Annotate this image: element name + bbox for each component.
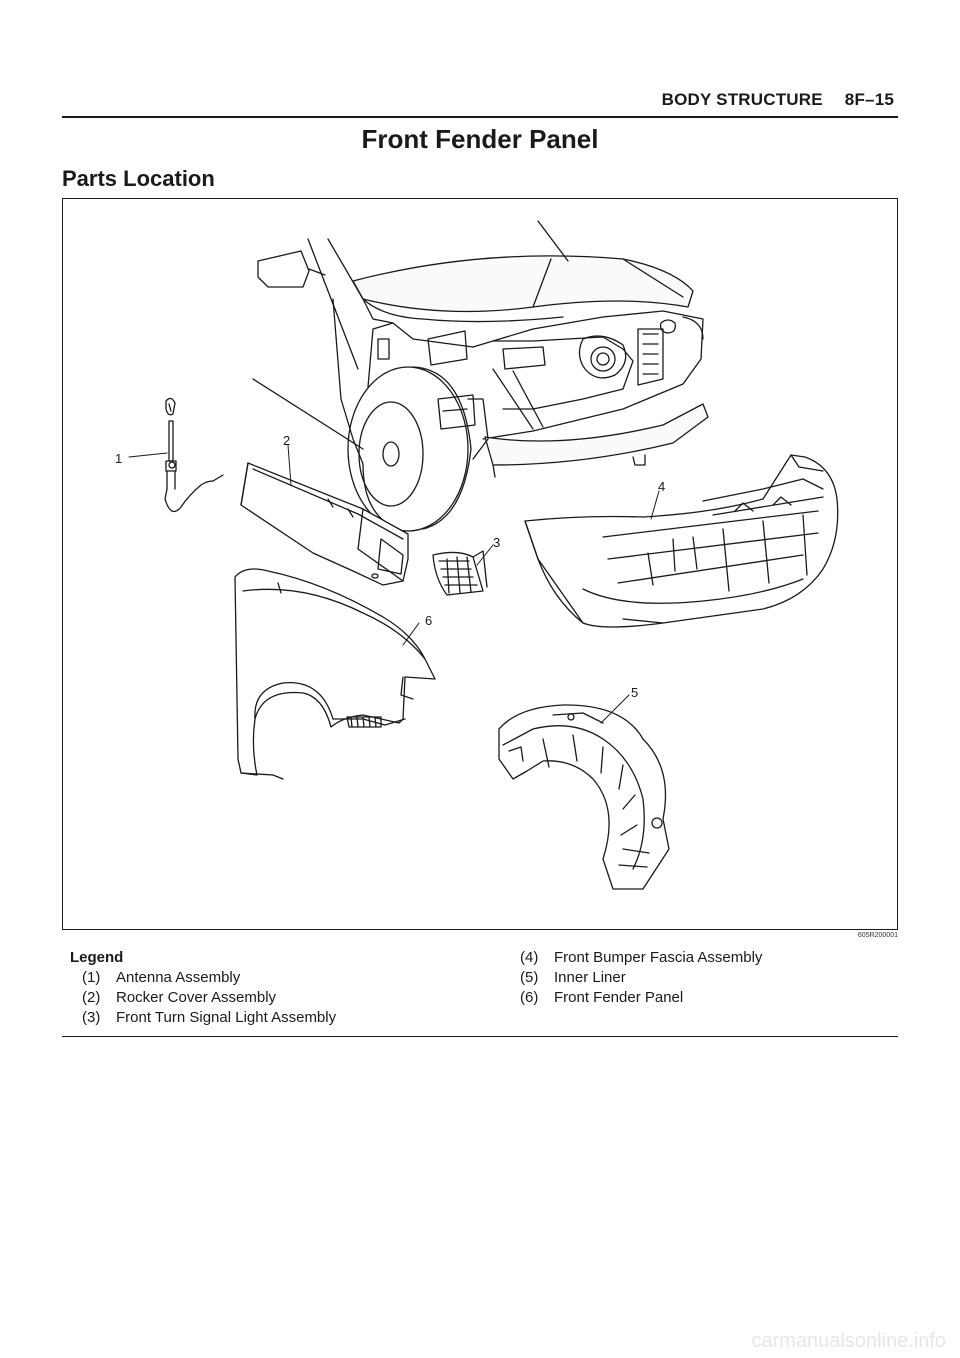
legend-heading: Legend xyxy=(70,949,124,966)
legend-item-label: Antenna Assembly xyxy=(116,969,241,986)
legend-item: (2) Rocker Cover Assembly xyxy=(82,988,336,1008)
callout-1: 1 xyxy=(115,451,122,466)
page-title: Front Fender Panel xyxy=(361,124,599,154)
running-header: BODY STRUCTURE 8F–15 xyxy=(640,90,894,110)
callout-3: 3 xyxy=(493,535,500,550)
legend-item-number: (5) xyxy=(520,969,539,986)
fender-panel-drawing xyxy=(234,568,436,780)
legend-item-label: Front Turn Signal Light Assembly xyxy=(116,1009,337,1026)
legend-left-column: Legend (1) Antenna Assembly (2) Rocker C… xyxy=(70,948,336,1028)
callout-leaders xyxy=(128,444,660,724)
legend-item-label: Front Bumper Fascia Assembly xyxy=(554,949,763,966)
rocker-cover-drawing xyxy=(240,462,409,586)
legend-item: (4) Front Bumper Fascia Assembly xyxy=(520,948,762,968)
exploded-view-illustration: 1 2 3 4 5 6 xyxy=(115,220,839,890)
turn-signal-drawing xyxy=(432,550,488,596)
antenna-assembly-drawing xyxy=(164,397,224,513)
section-title: Parts Location xyxy=(62,166,215,191)
header-page-number: 8F–15 xyxy=(844,90,894,109)
legend-item: (5) Inner Liner xyxy=(520,968,762,988)
callout-2: 2 xyxy=(283,433,290,448)
legend-item-number: (4) xyxy=(520,949,539,966)
legend-item-number: (3) xyxy=(82,1009,101,1026)
legend-item: (6) Front Fender Panel xyxy=(520,988,762,1008)
legend-right-column: (4) Front Bumper Fascia Assembly (5) Inn… xyxy=(520,948,762,1008)
figure-id: 605R200001 xyxy=(857,932,898,939)
legend-item-number: (1) xyxy=(82,969,101,986)
parts-location-figure: 1 2 3 4 5 6 xyxy=(62,198,898,930)
legend-item-label: Front Fender Panel xyxy=(554,989,684,1006)
legend-item-label: Inner Liner xyxy=(554,969,626,986)
callout-5: 5 xyxy=(631,685,638,700)
footer-rule xyxy=(62,1036,898,1037)
inner-liner-drawing xyxy=(498,704,670,890)
legend-item: (3) Front Turn Signal Light Assembly xyxy=(82,1008,336,1028)
header-section: BODY STRUCTURE xyxy=(661,90,823,109)
legend-item: (1) Antenna Assembly xyxy=(82,968,336,988)
vehicle-front-end xyxy=(252,220,709,532)
callout-6: 6 xyxy=(425,613,432,628)
callout-4: 4 xyxy=(658,479,665,494)
legend-item-label: Rocker Cover Assembly xyxy=(116,989,277,1006)
legend-item-number: (2) xyxy=(82,989,101,1006)
watermark[interactable]: carmanualsonline.info xyxy=(751,1330,946,1352)
bumper-fascia-drawing xyxy=(524,454,839,628)
page-header: BODY STRUCTURE 8F–15 xyxy=(62,88,898,118)
legend-item-number: (6) xyxy=(520,989,539,1006)
